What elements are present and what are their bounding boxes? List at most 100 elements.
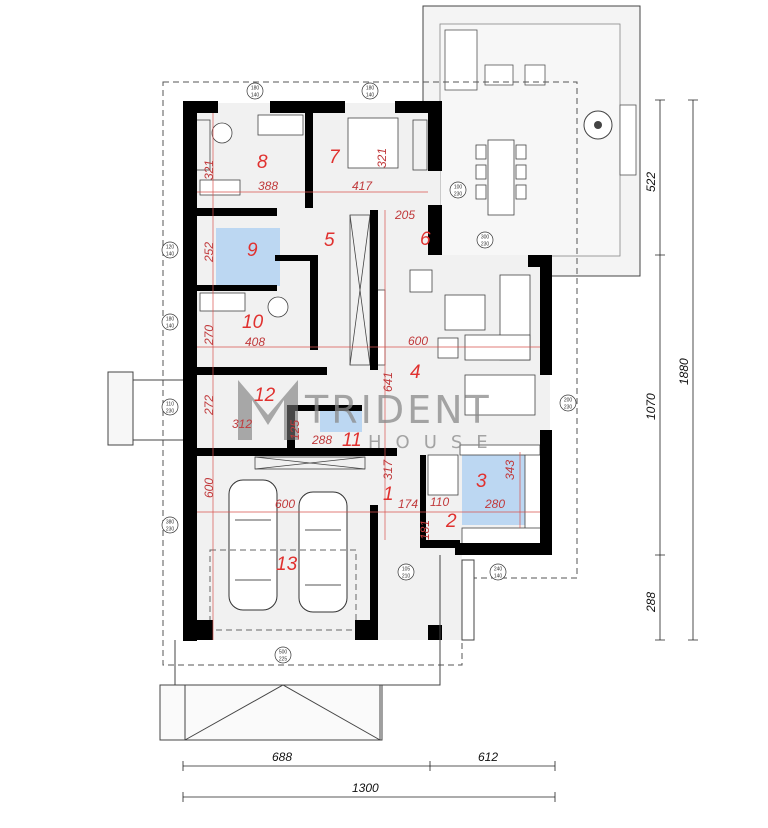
svg-text:240: 240 xyxy=(494,567,503,573)
room-13-label: 13 xyxy=(276,554,298,575)
svg-text:140: 140 xyxy=(166,324,175,330)
svg-text:140: 140 xyxy=(166,252,175,258)
svg-text:230: 230 xyxy=(166,409,175,415)
svg-text:140: 140 xyxy=(494,574,503,580)
dim-321-room7: 321 xyxy=(375,148,389,168)
room-10-label: 10 xyxy=(242,312,264,333)
room-4-label: 4 xyxy=(410,362,421,383)
room-7-label: 7 xyxy=(329,147,341,168)
svg-text:300: 300 xyxy=(481,235,490,241)
dim-417: 417 xyxy=(352,179,373,193)
dim-688: 688 xyxy=(272,750,292,764)
dining-table xyxy=(487,139,515,216)
dim-600-living: 600 xyxy=(408,334,428,348)
svg-text:230: 230 xyxy=(166,527,175,533)
dim-110: 110 xyxy=(430,495,449,509)
room-3-label: 3 xyxy=(476,471,487,492)
svg-text:380: 380 xyxy=(166,520,175,526)
svg-text:180: 180 xyxy=(166,317,175,323)
dim-1880: 1880 xyxy=(677,358,691,385)
car-right xyxy=(298,491,348,613)
dim-252: 252 xyxy=(202,242,216,263)
dim-600-garage-v: 600 xyxy=(202,478,216,498)
watermark-sub: HOUSE xyxy=(368,432,502,453)
dim-388: 388 xyxy=(258,179,278,193)
entrance-canopy xyxy=(159,555,441,741)
room-2-label: 2 xyxy=(445,511,457,532)
svg-text:230: 230 xyxy=(564,405,573,411)
room-1-label: 1 xyxy=(383,484,394,505)
dim-280: 280 xyxy=(484,497,505,511)
car-left xyxy=(228,479,278,611)
svg-text:105: 105 xyxy=(402,567,411,573)
bathroom-11-fill xyxy=(320,410,362,432)
svg-text:200: 200 xyxy=(564,398,573,404)
side-canopy xyxy=(107,371,134,446)
outer-dimensions: 522 1070 288 1880 688 612 1300 xyxy=(272,172,691,795)
dim-181: 181 xyxy=(418,520,432,540)
watermark-logo: TRIDENT HOUSE xyxy=(238,380,502,453)
room-9-label: 9 xyxy=(247,240,258,261)
dim-288-outer: 288 xyxy=(644,592,658,613)
room-5-label: 5 xyxy=(324,230,335,251)
svg-text:110: 110 xyxy=(166,402,174,408)
dim-1300: 1300 xyxy=(352,781,379,795)
dim-408: 408 xyxy=(245,335,265,349)
kitchen-3-fill xyxy=(462,452,530,525)
living-furniture xyxy=(374,269,536,416)
svg-text:140: 140 xyxy=(251,93,260,99)
dim-600-garage-h: 600 xyxy=(275,497,295,511)
room-8-label: 8 xyxy=(257,152,268,173)
dim-343: 343 xyxy=(503,460,517,480)
room-11-label: 11 xyxy=(342,430,362,451)
dim-205: 205 xyxy=(394,208,415,222)
dim-317: 317 xyxy=(381,459,395,480)
svg-text:230: 230 xyxy=(454,192,463,198)
dim-321-room8: 321 xyxy=(202,160,216,180)
svg-text:230: 230 xyxy=(481,242,490,248)
inner-dimensions: 388 417 321 321 205 252 270 408 600 641 … xyxy=(202,148,517,540)
dim-272: 272 xyxy=(202,395,216,416)
svg-text:140: 140 xyxy=(366,93,375,99)
walls xyxy=(183,101,552,641)
room-12-label: 12 xyxy=(254,385,276,406)
dim-312: 312 xyxy=(232,417,252,431)
inner-dimension-lines xyxy=(197,113,540,640)
dim-1070: 1070 xyxy=(644,393,658,420)
outer-dimension-lines xyxy=(182,99,698,802)
beds xyxy=(199,114,399,318)
garage-marking xyxy=(209,549,357,631)
cars xyxy=(228,479,348,613)
dim-522: 522 xyxy=(644,172,658,192)
room-numbers: 8 7 6 5 9 10 4 12 11 3 1 2 13 xyxy=(242,147,487,575)
dim-270: 270 xyxy=(202,325,216,346)
svg-text:210: 210 xyxy=(402,574,411,580)
dim-641: 641 xyxy=(381,372,395,392)
svg-text:180: 180 xyxy=(366,86,375,92)
sofa xyxy=(444,29,478,91)
terrace xyxy=(422,5,641,277)
room-6-label: 6 xyxy=(420,229,431,250)
svg-text:225: 225 xyxy=(279,657,288,663)
svg-text:500: 500 xyxy=(279,650,288,656)
svg-text:120: 120 xyxy=(166,245,175,251)
dim-288: 288 xyxy=(311,433,332,447)
svg-text:180: 180 xyxy=(251,86,260,92)
watermark-brand: TRIDENT xyxy=(304,388,492,432)
dim-174: 174 xyxy=(398,497,418,511)
dim-612: 612 xyxy=(478,750,498,764)
